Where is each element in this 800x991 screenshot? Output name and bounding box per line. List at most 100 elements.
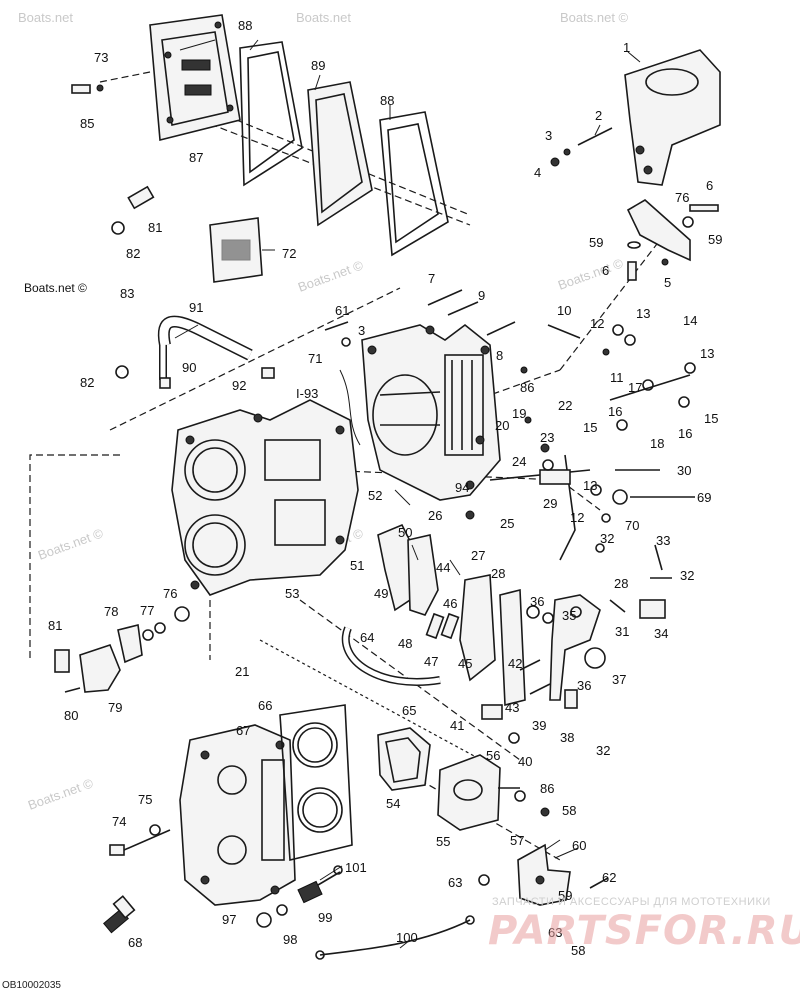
label-86: 86 [540, 781, 554, 796]
label-87: 87 [189, 150, 203, 165]
gasket-88-b [379, 111, 449, 257]
label-29: 29 [543, 496, 557, 511]
label-59: 59 [708, 232, 722, 247]
label-35: 35 [562, 608, 576, 623]
label-19: 19 [512, 406, 526, 421]
label-13: 13 [583, 478, 597, 493]
label-24: 24 [512, 454, 526, 469]
sensor-99 [256, 865, 343, 928]
linkage-parts [377, 454, 666, 720]
catalog-code: OB10002035 [2, 980, 61, 991]
label-7: 7 [428, 271, 435, 286]
label-57: 57 [510, 833, 524, 848]
label-32: 32 [596, 743, 610, 758]
label-85: 85 [80, 116, 94, 131]
label-100: 100 [396, 930, 418, 945]
label-73: 73 [94, 50, 108, 65]
head-gasket-66 [279, 704, 353, 862]
brand-logo: PARTSFOR.RU [488, 908, 800, 954]
label-8: 8 [496, 348, 503, 363]
label-4: 4 [534, 165, 541, 180]
gasket-88-a [239, 41, 303, 187]
label-70: 70 [625, 518, 639, 533]
label-82: 82 [80, 375, 94, 390]
label-31: 31 [615, 624, 629, 639]
hose-83 [97, 221, 129, 379]
label-77: 77 [140, 603, 154, 618]
label-79: 79 [108, 700, 122, 715]
watermark: Boats.net [18, 10, 73, 25]
label-40: 40 [518, 754, 532, 769]
label-45: 45 [458, 656, 472, 671]
label-72: 72 [282, 246, 296, 261]
label-97: 97 [222, 912, 236, 927]
label-9: 9 [478, 288, 485, 303]
label-63: 63 [448, 875, 462, 890]
cover-54 [377, 727, 431, 791]
hose-91 [157, 315, 253, 380]
label-16: 16 [678, 426, 692, 441]
label-93: I-93 [296, 386, 318, 401]
label-98: 98 [283, 932, 297, 947]
label-3: 3 [358, 323, 365, 338]
label-41: 41 [450, 718, 464, 733]
label-47: 47 [424, 654, 438, 669]
label-5: 5 [664, 275, 671, 290]
label-94: 94 [455, 480, 469, 495]
label-32: 32 [600, 531, 614, 546]
watermark: Boats.net © [560, 10, 629, 25]
label-3: 3 [545, 128, 552, 143]
left-middle-parts [54, 606, 190, 693]
label-46: 46 [443, 596, 457, 611]
leader-lines [174, 39, 641, 949]
brand-tagline: ЗАПЧАСТИ И АКСЕССУАРЫ ДЛЯ МОТОТЕХНИКИ [492, 896, 771, 908]
label-15: 15 [704, 411, 718, 426]
label-90: 90 [182, 360, 196, 375]
spark-plug-68 [103, 895, 136, 934]
label-88: 88 [380, 93, 394, 108]
label-48: 48 [398, 636, 412, 651]
label-76: 76 [163, 586, 177, 601]
label-21: 21 [235, 664, 249, 679]
label-67: 67 [236, 723, 250, 738]
label-36: 36 [530, 594, 544, 609]
label-28: 28 [614, 576, 628, 591]
watermark: Boats.net © [36, 525, 106, 563]
label-83: 83 [120, 286, 134, 301]
label-2: 2 [595, 108, 602, 123]
label-92: 92 [232, 378, 246, 393]
bolt-2 [550, 127, 613, 167]
label-62: 62 [602, 870, 616, 885]
label-71: 71 [308, 351, 322, 366]
label-88: 88 [238, 18, 252, 33]
label-12: 12 [570, 510, 584, 525]
label-78: 78 [104, 604, 118, 619]
cylinder-block-53 [171, 399, 359, 596]
label-101: 101 [345, 860, 367, 875]
label-6: 6 [706, 178, 713, 193]
label-56: 56 [486, 748, 500, 763]
label-60: 60 [572, 838, 586, 853]
label-11: 11 [610, 370, 624, 385]
label-44: 44 [436, 560, 450, 575]
bracket-1 [624, 49, 721, 186]
label-59: 59 [589, 235, 603, 250]
label-23: 23 [540, 430, 554, 445]
cylinder-head-67 [179, 724, 296, 906]
label-18: 18 [650, 436, 664, 451]
label-38: 38 [560, 730, 574, 745]
label-43: 43 [505, 700, 519, 715]
label-75: 75 [138, 792, 152, 807]
label-53: 53 [285, 586, 299, 601]
label-68: 68 [128, 935, 142, 950]
label-91: 91 [189, 300, 203, 315]
watermark: Boats.net © [296, 257, 366, 295]
label-81: 81 [148, 220, 162, 235]
label-14: 14 [683, 313, 697, 328]
label-26: 26 [428, 508, 442, 523]
cover-plate-87 [149, 14, 241, 142]
label-64: 64 [360, 630, 374, 645]
leader-93 [339, 369, 361, 446]
cover-55 [437, 754, 501, 831]
